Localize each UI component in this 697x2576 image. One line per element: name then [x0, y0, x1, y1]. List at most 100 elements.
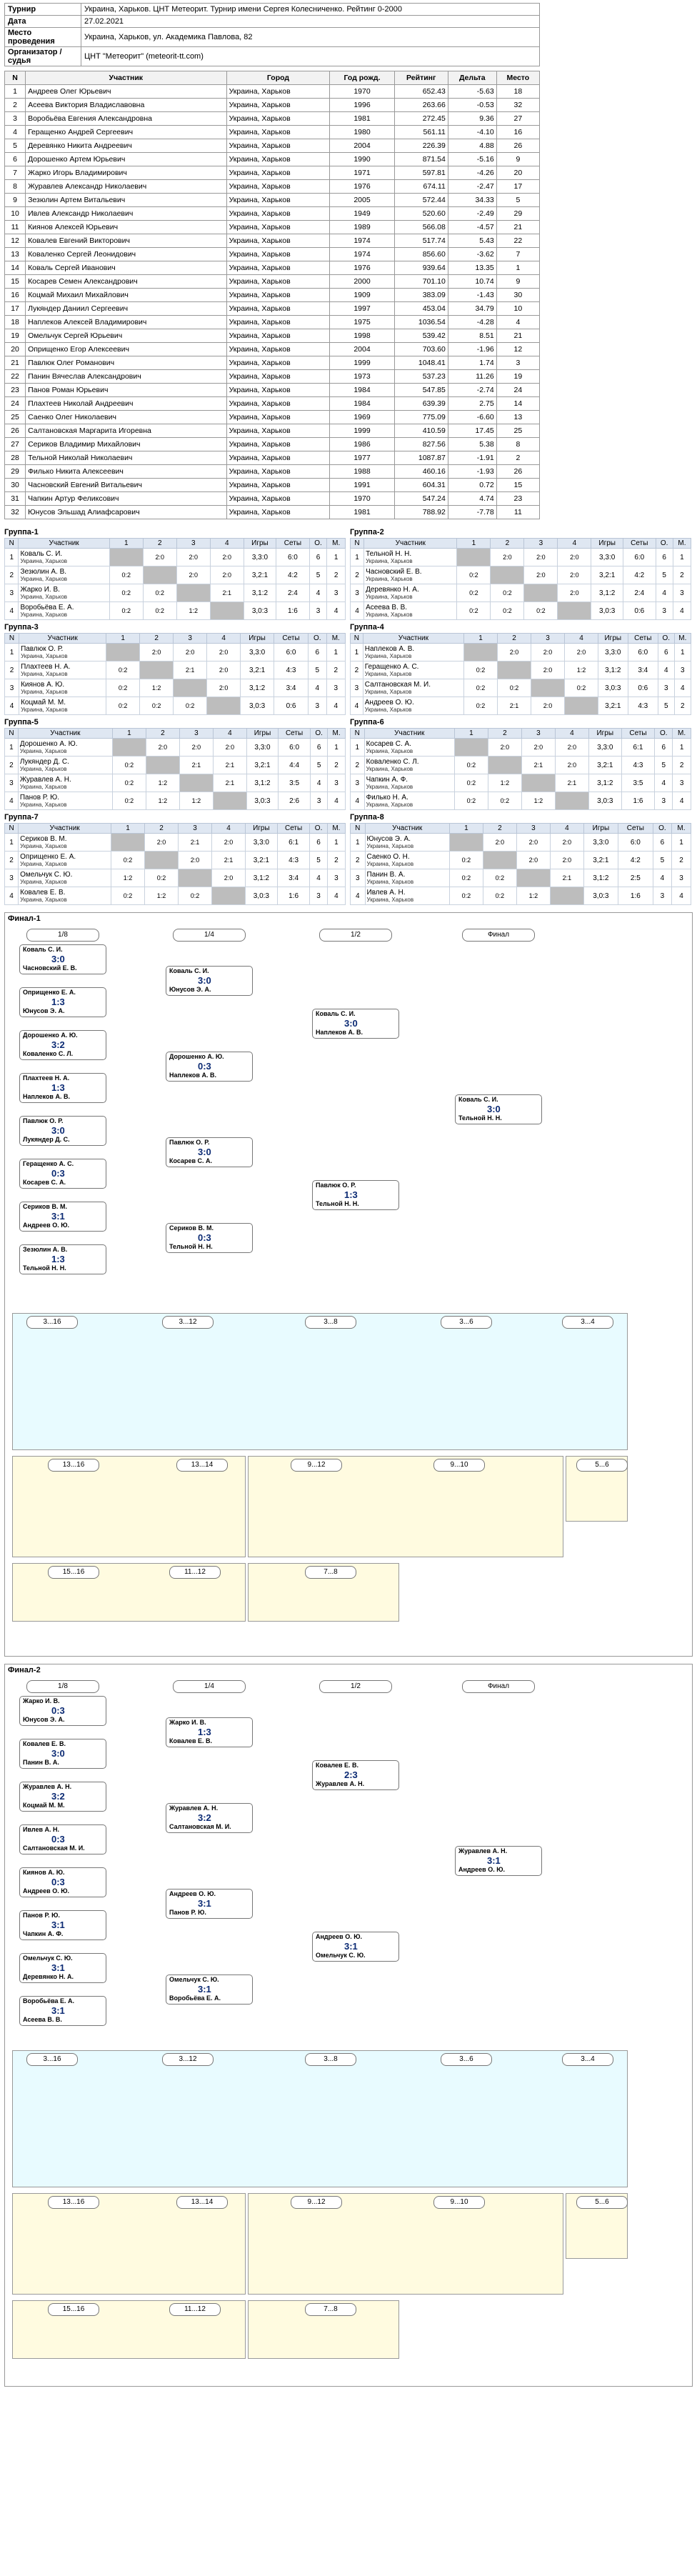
table-cell: Воробьёва Евгения Александровна	[25, 111, 227, 126]
table-cell: 1975	[329, 315, 395, 329]
table-cell: Журавлев Александр Николаевич	[25, 179, 227, 194]
table-cell: 520.60	[393, 206, 448, 221]
place-cell: 2	[672, 566, 692, 584]
group-column-header: N	[350, 728, 365, 739]
table-cell: 652.43	[393, 84, 448, 99]
score-cell: 0:2	[109, 566, 144, 584]
match-score: 3:1	[344, 1941, 358, 1952]
player-city: Украина, Харьков	[366, 748, 413, 754]
group-column-header: М.	[327, 728, 346, 739]
match-player-1: Журавлев А. Н.	[458, 1847, 508, 1854]
score-cell	[487, 756, 522, 774]
table-cell: Ивлев Александр Николаевич	[25, 206, 227, 221]
table-cell: 1989	[329, 220, 395, 234]
points-cell: 4	[307, 679, 327, 697]
table-cell: 2	[4, 98, 26, 112]
group-column-header: О.	[310, 728, 329, 739]
score-cell: 2:0	[554, 756, 589, 774]
table-cell: Коваленко Сергей Леонидович	[25, 247, 227, 261]
match-player-2: Юнусов Э. А.	[23, 1007, 65, 1014]
group-row-number: 2	[4, 661, 20, 679]
match-player-2: Косарев С. А.	[23, 1179, 66, 1186]
table-cell: 7	[496, 247, 541, 261]
table-cell: 21	[496, 329, 541, 343]
games-cell: 3,2:1	[243, 566, 277, 584]
zone-label: 13...14	[176, 1459, 228, 1472]
score-cell: 1:2	[145, 774, 180, 792]
table-cell: 10.74	[447, 274, 497, 289]
table-cell: 1999	[329, 424, 395, 438]
match-player-1: Коваль С. И.	[316, 1010, 356, 1017]
sets-cell: 1:6	[617, 887, 653, 905]
table-cell: 639.39	[393, 396, 448, 411]
table-cell: 597.81	[393, 166, 448, 180]
table-cell: 2005	[329, 193, 395, 207]
score-cell: 0:2	[111, 774, 146, 792]
score-cell	[176, 584, 211, 602]
score-cell	[106, 643, 141, 662]
score-cell: 0:2	[453, 756, 488, 774]
score-cell: 2:1	[497, 697, 532, 715]
stage-label: Финал	[462, 1680, 535, 1693]
table-cell: 26	[496, 464, 541, 479]
score-cell: 0:2	[448, 851, 483, 869]
score-cell: 2:0	[176, 548, 211, 566]
score-cell: 0:2	[111, 887, 146, 905]
points-cell: 6	[307, 643, 327, 662]
score-cell: 2:0	[564, 643, 599, 662]
score-cell: 2:0	[549, 851, 584, 869]
group-column-header: 1	[111, 823, 146, 834]
table-cell: 1999	[329, 356, 395, 370]
table-cell: Украина, Харьков	[226, 342, 331, 356]
table-cell: Тельной Николай Николаевич	[25, 451, 227, 465]
group-column-header: Участник	[19, 633, 107, 644]
score-cell: 2:0	[212, 738, 247, 757]
match-score: 3:0	[51, 1125, 65, 1136]
zone-label: 3...8	[305, 2053, 356, 2066]
games-cell: 3,1:2	[245, 869, 278, 887]
player-city: Украина, Харьков	[20, 843, 67, 849]
table-cell: Юнусов Эльшад Алиафсарович	[25, 505, 227, 519]
table-cell: 5.43	[447, 234, 497, 248]
player-city: Украина, Харьков	[19, 766, 67, 772]
place-cell: 4	[326, 601, 346, 620]
table-cell: 4.88	[447, 139, 497, 153]
score-cell: 2:0	[482, 833, 517, 852]
table-cell: 11	[4, 220, 26, 234]
games-cell: 3,0:3	[245, 887, 278, 905]
score-cell: 2:0	[557, 584, 592, 602]
table-cell: 2.75	[447, 396, 497, 411]
match-player-1: Андреев О. Ю.	[169, 1890, 216, 1897]
group-column-header: М.	[671, 823, 692, 834]
table-cell: 32	[4, 505, 26, 519]
score-cell: 2:0	[139, 643, 174, 662]
table-cell: 263.66	[393, 98, 448, 112]
table-cell: 1998	[329, 329, 395, 343]
score-cell: 2:0	[209, 548, 244, 566]
player-city: Украина, Харьков	[366, 802, 413, 808]
table-cell: -2.74	[447, 383, 497, 397]
table-cell: Украина, Харьков	[226, 179, 331, 194]
table-cell: 1976	[329, 261, 395, 275]
group-column-header: Игры	[240, 633, 275, 644]
table-cell: -1.93	[447, 464, 497, 479]
table-cell: 3	[4, 111, 26, 126]
table-cell: Плахтеев Николай Андреевич	[25, 396, 227, 411]
group-row-number: 4	[4, 601, 19, 620]
player-name: Деревянко Н. А.	[366, 586, 419, 594]
